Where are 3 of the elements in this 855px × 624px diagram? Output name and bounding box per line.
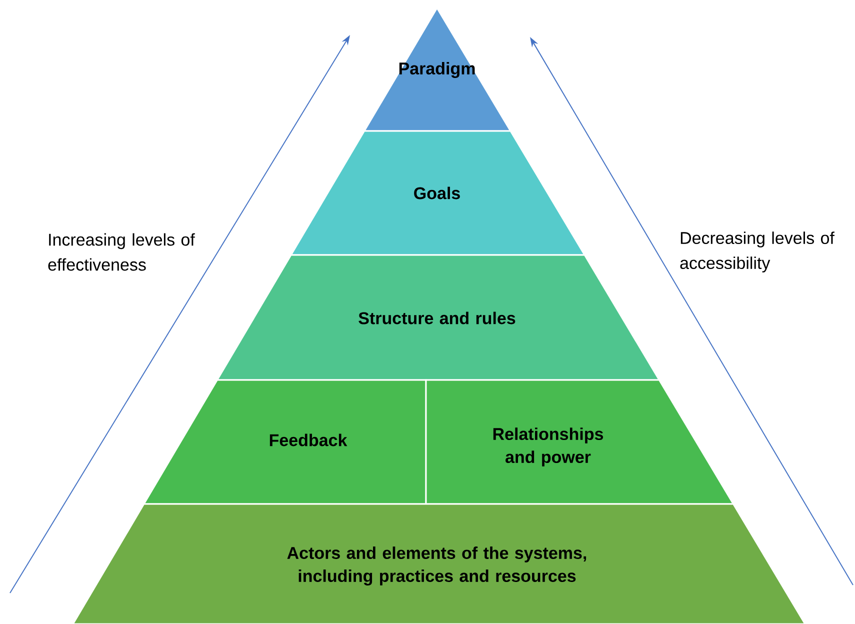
pyramid-layer: Relationships and power	[425, 379, 735, 505]
side-label: Increasing levels of effectiveness	[48, 233, 195, 271]
side-label: Decreasing levels of accessibility	[680, 232, 834, 272]
